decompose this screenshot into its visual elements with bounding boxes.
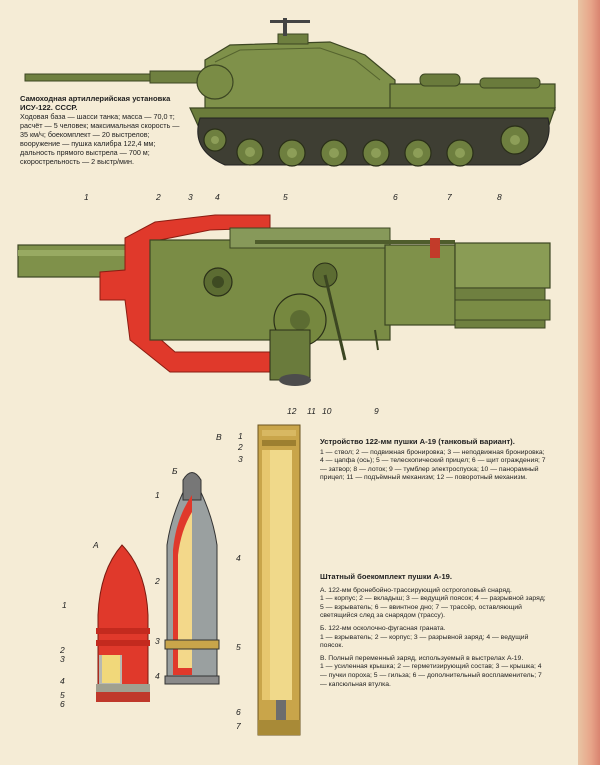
ammo-description: Штатный боекомплект пушки А-19. А. 122-м…: [320, 572, 548, 689]
gun-label-3: 3: [188, 192, 193, 202]
shell-a-label-4: 4: [60, 676, 65, 686]
shell-v-label-3: 3: [238, 454, 243, 464]
spg-illustration: [24, 18, 556, 167]
shell-v-label-6: 6: [236, 707, 241, 717]
shell-a-label-1: 1: [62, 600, 67, 610]
shell-b-label-2: 2: [155, 576, 160, 586]
shell-v-label-1: 1: [238, 431, 243, 441]
gun-label-7: 7: [447, 192, 452, 202]
gun-label-4: 4: [215, 192, 220, 202]
ammo-section-title: Штатный боекомплект пушки А-19.: [320, 572, 453, 581]
shell-a-label-3: 3: [60, 654, 65, 664]
shell-b-label-3: 3: [155, 636, 160, 646]
ammo-a-title: А. 122-мм бронебойно-трассирующий острог…: [320, 586, 512, 594]
hero-caption: Самоходная артиллерийская установка ИСУ-…: [20, 94, 180, 166]
shell-a-label-5: 5: [60, 690, 65, 700]
shell-a: [96, 544, 150, 702]
shell-v-letter: В: [216, 432, 222, 442]
gun-label-11: 11: [307, 406, 316, 416]
gun-label-10: 10: [322, 406, 332, 416]
ammo-a-text: 1 — корпус; 2 — вкладыш; 3 — ведущий поя…: [320, 595, 546, 620]
gun-section-text: 1 — ствол; 2 — подвижная бронировка; 3 —…: [320, 448, 546, 482]
gun-label-9: 9: [374, 406, 379, 416]
hero-title: Самоходная артиллерийская установка ИСУ-…: [20, 94, 171, 112]
hero-description: Ходовая база — шасси танка; масса — 70,0…: [20, 112, 180, 166]
ammo-v-text: 1 — усиленная крышка; 2 — герметизирующи…: [320, 663, 542, 688]
cartridge-v: [257, 424, 301, 736]
ammo-v-title: В. Полный переменный заряд, используемый…: [320, 654, 524, 662]
shell-b: [164, 472, 220, 685]
shell-v-label-2: 2: [238, 442, 243, 452]
shell-b-label-4: 4: [155, 671, 160, 681]
gun-label-1: 1: [84, 192, 89, 202]
ammo-b-title: Б. 122-мм осколочно-фугасная граната.: [320, 624, 446, 632]
shell-v-label-7: 7: [236, 721, 241, 731]
shell-v-label-5: 5: [236, 642, 241, 652]
shell-a-letter: А: [93, 540, 99, 550]
shell-b-label-1: 1: [155, 490, 160, 500]
shell-b-letter: Б: [172, 466, 178, 476]
gun-cutaway: [17, 214, 551, 386]
page-edge: [578, 0, 600, 765]
gun-section-title: Устройство 122-мм пушки А-19 (танковый в…: [320, 437, 515, 446]
gun-description: Устройство 122-мм пушки А-19 (танковый в…: [320, 437, 548, 483]
shell-a-label-2: 2: [60, 645, 65, 655]
shell-v-label-4: 4: [236, 553, 241, 563]
gun-label-6: 6: [393, 192, 398, 202]
ammo-b-text: 1 — взрыватель; 2 — корпус; 3 — разрывно…: [320, 633, 529, 650]
gun-label-12: 12: [287, 406, 297, 416]
gun-label-5: 5: [283, 192, 288, 202]
shell-a-label-6: 6: [60, 699, 65, 709]
gun-label-2: 2: [156, 192, 161, 202]
gun-label-8: 8: [497, 192, 502, 202]
